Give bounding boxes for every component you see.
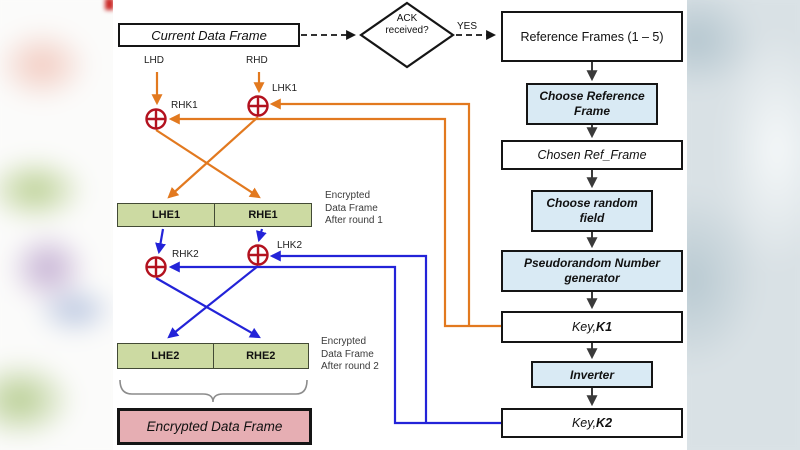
key2-to-lhk2-wire [269,250,428,423]
key-k1-box: Key, K1 [501,311,683,343]
round1-note: Encrypted Data Frame After round 1 [325,190,383,226]
lhk2-label: LHK2 [277,240,303,251]
xor-lhk1-icon [247,95,269,117]
lhk1-to-lhe1-cross [167,116,259,199]
xor-gates [145,95,269,278]
current-data-frame-box: Current Data Frame [118,23,300,47]
decision-diamond [359,1,455,69]
blurred-left-background [0,0,113,450]
key-k2-prefix: Key, [571,416,597,430]
key-k1-name: K1 [596,320,613,334]
choose-reference-frame-box: Choose Reference Frame [526,83,658,125]
rhe1-down-arrow [256,228,267,243]
round2-note: Encrypted Data Frame After round 2 [321,336,379,372]
round1-key-wiring [151,72,501,328]
rhk1-label: RHK1 [171,100,198,111]
chosen-ref-frame-box: Chosen Ref_Frame [501,140,683,170]
xor-rhk2-icon [145,256,167,278]
key-k1-prefix: Key, [571,320,597,334]
inverter-box: Inverter [531,361,653,388]
xor-rhk1-icon [145,108,167,130]
rhe2-cell: RHE2 [212,344,309,368]
pseudorandom-number-generator-box: Pseudorandom Number generator [501,250,683,292]
key1-to-lhk1-wire [269,98,471,326]
choose-random-field-box: Choose random field [531,190,653,232]
key1-to-rhk1-wire [168,113,501,328]
lhe1-down-arrow [155,228,166,255]
lhk1-label: LHK1 [272,83,298,94]
lhe2-cell: LHE2 [151,350,180,362]
lhk2-to-lhe2-cross [167,265,259,339]
rhd-label: RHD [246,55,268,66]
key-k2-box: Key, K2 [501,408,683,438]
brace-icon [119,379,308,403]
blurred-right-background [687,0,800,450]
rhe1-cell: RHE1 [214,204,311,226]
yes-branch-label: YES [457,21,478,32]
decision-label: ACK received? [385,13,429,36]
round2-key-wiring [155,228,501,425]
key-k2-name: K2 [596,416,613,430]
xor-lhk2-icon [247,244,269,266]
rhk2-label: RHK2 [172,249,199,260]
red-edge-artifact [105,0,114,10]
encrypted-data-frame-box: Encrypted Data Frame [117,408,312,445]
lhe1-cell: LHE1 [151,209,181,221]
lhd-label: LHD [144,55,165,66]
key2-to-rhk2-wire [168,261,501,425]
round1-frame: LHE1 RHE1 [117,203,312,227]
reference-frames-box: Reference Frames (1 – 5) [501,11,683,62]
round2-frame: LHE2 RHE2 [117,343,309,369]
